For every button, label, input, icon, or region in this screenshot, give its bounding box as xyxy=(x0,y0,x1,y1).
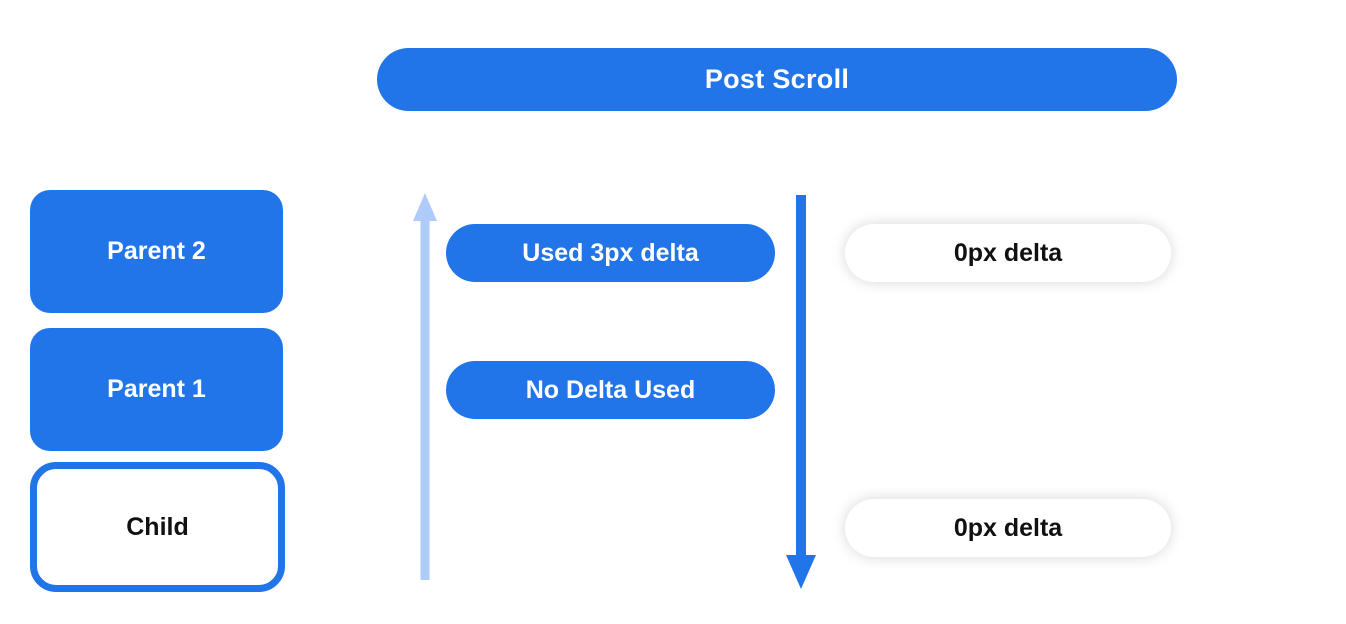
used-3px-delta-label: Used 3px delta xyxy=(522,238,699,267)
parent-1-box: Parent 1 xyxy=(30,328,283,451)
zero-delta-bottom-label: 0px delta xyxy=(953,513,1063,542)
post-scroll-header: Post Scroll xyxy=(377,48,1177,111)
parent-2-label: Parent 2 xyxy=(107,237,206,265)
zero-delta-pill-bottom: 0px delta xyxy=(845,499,1171,557)
parent-2-box: Parent 2 xyxy=(30,190,283,313)
child-box: Child xyxy=(30,462,285,592)
zero-delta-top-label: 0px delta xyxy=(953,238,1063,267)
child-label: Child xyxy=(126,512,189,541)
no-delta-used-pill: No Delta Used xyxy=(446,361,775,419)
up-arrow-icon xyxy=(413,193,437,580)
post-scroll-header-label: Post Scroll xyxy=(704,64,850,94)
used-3px-delta-pill: Used 3px delta xyxy=(446,224,775,282)
down-arrow-icon xyxy=(786,195,816,589)
zero-delta-pill-top: 0px delta xyxy=(845,224,1171,282)
no-delta-used-label: No Delta Used xyxy=(525,375,696,404)
parent-1-label: Parent 1 xyxy=(107,375,206,403)
